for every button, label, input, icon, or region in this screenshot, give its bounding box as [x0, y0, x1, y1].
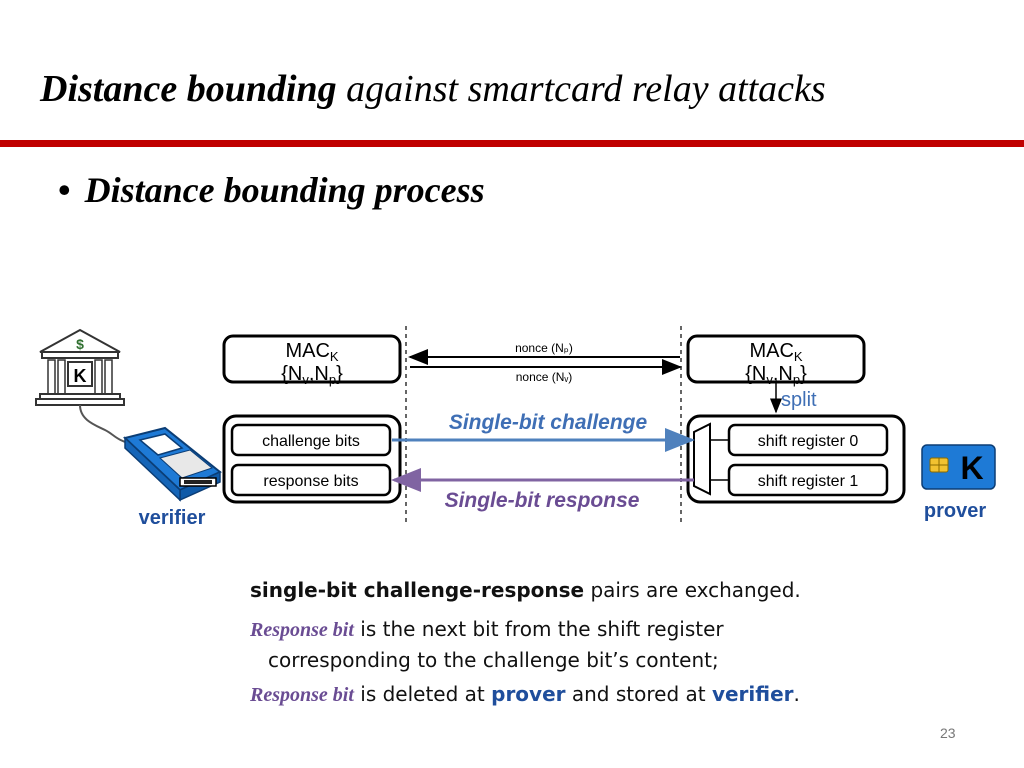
mac-box-prover: [686, 334, 866, 384]
smartcard-icon: K: [921, 444, 996, 490]
card-reader-icon: [122, 426, 222, 502]
shift-register-1-box: [727, 463, 889, 497]
body-line-4-a: is deleted at: [353, 682, 492, 706]
single-bit-response-label: Single-bit response: [445, 489, 640, 512]
mac-args-prover: {Nv,Np}: [745, 363, 807, 387]
body-line-4-verifier: verifier: [711, 682, 794, 706]
title-rest: against smartcard relay attacks: [336, 68, 826, 110]
multiplexer-icon: [693, 422, 711, 496]
shift-register-1-label: shift register 1: [758, 473, 859, 490]
body-line-3: corresponding to the challenge bit’s con…: [268, 648, 719, 672]
bullet-text: Distance bounding process: [84, 170, 485, 210]
shift-register-0-box: [727, 423, 889, 457]
response-bits-label: response bits: [263, 473, 358, 490]
body-line-1: single-bit challenge-response pairs are …: [250, 580, 801, 600]
challenge-bits-label: challenge bits: [262, 433, 360, 450]
body-line-4: Response bit is deleted at prover and st…: [250, 684, 800, 705]
bank-icon: $ K: [35, 328, 125, 406]
body-line-4-end: .: [793, 682, 800, 706]
response-bits-box: [230, 463, 392, 497]
slide-title: Distance bounding against smartcard rela…: [40, 70, 826, 108]
body-line-1-rest: pairs are exchanged.: [584, 578, 801, 602]
mac-label-prover: MACK: [749, 340, 802, 364]
body-line-4-em: Response bit: [250, 684, 354, 706]
bank-dollar-sign: $: [76, 336, 84, 352]
challenge-bits-box: [230, 423, 392, 457]
body-line-1-bold: single-bit challenge-response: [250, 578, 585, 602]
title-bold: Distance bounding: [40, 68, 337, 110]
split-label: split: [781, 389, 817, 411]
title-rule: [0, 140, 1024, 147]
body-line-4-prover: prover: [491, 682, 566, 706]
bullet-heading: • Distance bounding process: [58, 172, 485, 208]
body-line-2: Response bit is the next bit from the sh…: [250, 619, 724, 640]
card-key-letter: K: [960, 450, 983, 486]
body-line-2-em: Response bit: [250, 619, 354, 641]
page-number: 23: [940, 725, 956, 741]
body-line-2-rest: is the next bit from the shift register: [353, 617, 724, 641]
mac-box-verifier: [222, 334, 402, 384]
single-bit-challenge-label: Single-bit challenge: [449, 411, 648, 434]
mac-args-verifier: {Nv,Np}: [281, 363, 343, 387]
verifier-cable: [79, 404, 136, 446]
shift-register-0-label: shift register 0: [758, 433, 859, 450]
mac-label-verifier: MACK: [285, 340, 338, 364]
prover-label: prover: [924, 500, 986, 522]
nonce-p-label: nonce (Nₚ): [515, 341, 573, 355]
body-line-4-b: and stored at: [565, 682, 712, 706]
bullet-dot: •: [58, 170, 71, 210]
nonce-v-label: nonce (Nᵥ): [516, 370, 573, 384]
bank-key-letter: K: [74, 366, 87, 386]
verifier-label: verifier: [139, 507, 206, 529]
